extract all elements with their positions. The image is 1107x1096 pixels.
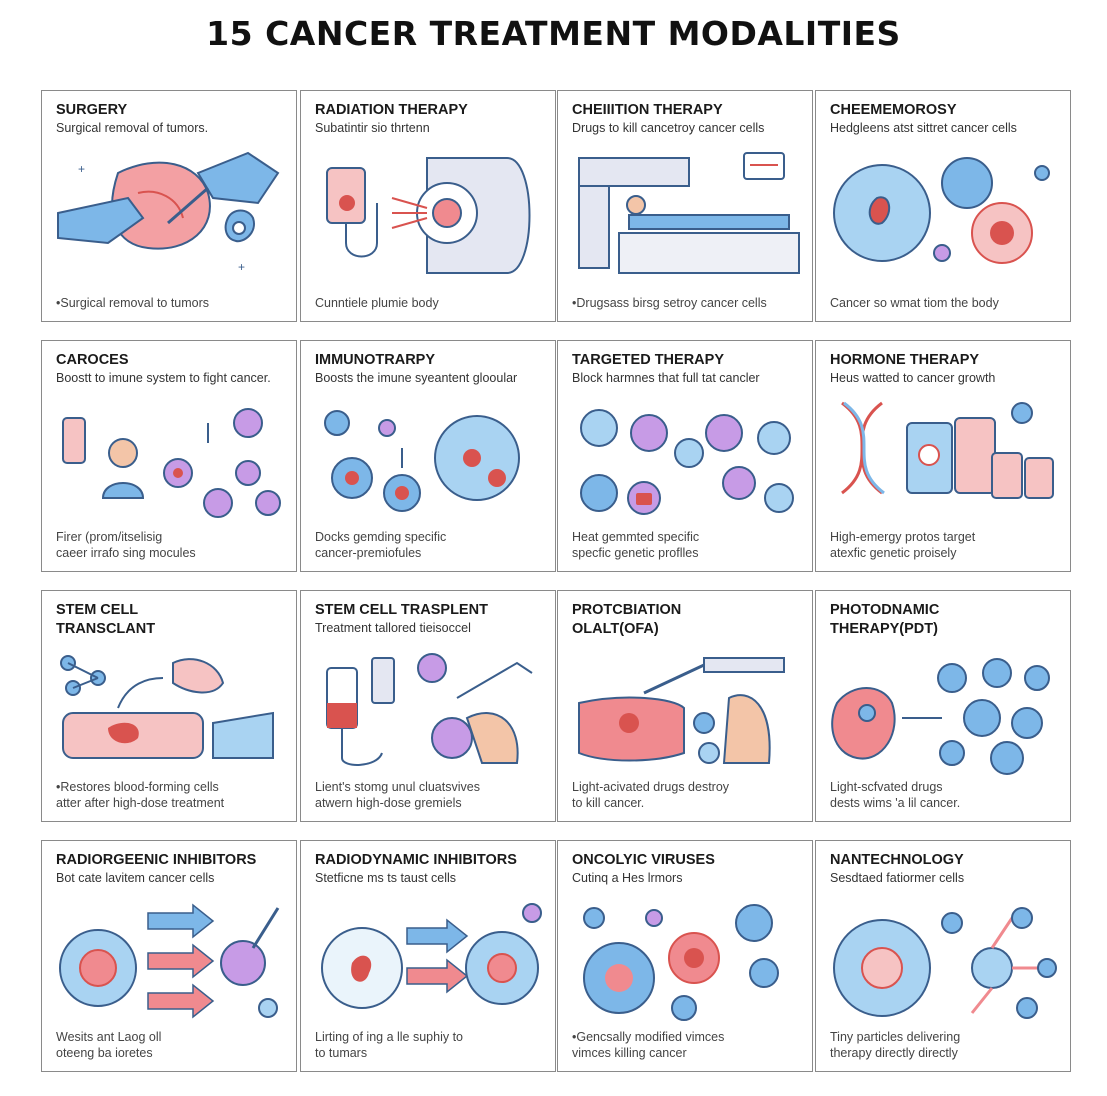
card-subtitle: Subatintir sio thrtenn (315, 121, 430, 135)
card-caption: Cunntiele plumie body (315, 296, 439, 310)
card-caption: Light-scfvated drugs dests wims 'a lil c… (830, 780, 961, 810)
card-title: PROTCBIATION OLALT(OFA) (572, 602, 682, 637)
immunotherapy-illustration (324, 410, 520, 512)
card-subtitle: Surgical removal of tumors. (56, 121, 209, 135)
card-caption: Light-acivated drugs destroy to kill can… (572, 780, 730, 810)
card-title: RADIATION THERAPY (315, 102, 468, 118)
card-title: STEM CELL TRANSCLANT (56, 602, 156, 637)
card-subtitle: Heus watted to cancer growth (830, 371, 996, 385)
card-oncolytic-viruses: ONCOLYIC VIRUSES Cutinq a Hes lrmors •Ge… (557, 840, 813, 1072)
card-title: PHOTODNAMIC THERAPY(PDT) (830, 602, 940, 637)
immune-cells-illustration (62, 408, 281, 518)
card-radiodynamic-inhibitors: RADIODYNAMIC INHIBITORS Stetficne ms ts … (300, 840, 556, 1072)
card-title: TARGETED THERAPY (572, 352, 724, 368)
card-caption: •Surgical removal to tumors (56, 296, 210, 310)
svg-text:+: + (78, 162, 85, 176)
card-caption: Heat gemmted specific specfic genetic pr… (572, 530, 700, 560)
card-caption: •Drugsass birsg setroy cancer cells (572, 296, 767, 310)
transplant-illustration (326, 653, 533, 766)
card-caption: Tiny particles delivering therapy direct… (830, 1030, 961, 1060)
card-radiorgeenic-inhibitors: RADIORGEENIC INHIBITORS Bot cate lavitem… (41, 840, 297, 1072)
card-targeted-therapy: TARGETED THERAPY Block harmnes that full… (557, 340, 813, 572)
card-subtitle: Block harmnes that full tat cancler (572, 371, 760, 385)
page-title: 15 CANCER TREATMENT MODALITIES (206, 14, 901, 53)
radiation-illustration (326, 157, 531, 274)
card-title: STEM CELL TRASPLENT (315, 602, 488, 618)
card-immunotherapy: IMMUNOTRARPY Boosts the imune syeantent … (300, 340, 556, 572)
card-cheemmorosy: CHEEMEMOROSY Hedgleens atst sittret canc… (815, 90, 1071, 322)
card-caption: Firer (prom/itselisig caeer irrafo sing … (56, 530, 196, 560)
card-caption: •Restores blood-forming cells atter afte… (56, 780, 225, 810)
card-title: RADIORGEENIC INHIBITORS (56, 852, 257, 868)
card-caption: Lirting of ing a lle suphiy to to tumars (315, 1030, 464, 1060)
chemotherapy-illustration (578, 152, 800, 274)
card-stem-cell-transclant: STEM CELL TRANSCLANT •Restores blood-for… (41, 590, 297, 822)
card-surgery: SURGERY Surgical removal of tumors. + + … (41, 90, 297, 322)
radiodynamic-illustration (321, 903, 542, 1009)
card-caption: Docks gemding specific cancer-premiofule… (315, 530, 447, 560)
card-caption: •Gencsally modified vimces vimces killin… (572, 1030, 725, 1060)
card-title: IMMUNOTRARPY (315, 352, 436, 368)
card-title: CAROCES (56, 352, 129, 368)
card-caption: High-emergy protos target atexfic geneti… (830, 530, 976, 560)
card-title: ONCOLYIC VIRUSES (572, 852, 715, 868)
targeted-therapy-illustration (580, 409, 794, 515)
card-title: CHEEMEMOROSY (830, 102, 957, 118)
card-caption: Wesits ant Laog oll oteeng ba ioretes (56, 1030, 162, 1060)
card-subtitle: Treatment tallored tieisoccel (315, 621, 471, 635)
card-photodynamic-therapy: PHOTODNAMIC THERAPY(PDT) Light-scfvated … (815, 590, 1071, 822)
card-nanotechnology: NANTECHNOLOGY Sesdtaed fatiormer cells T… (815, 840, 1071, 1072)
card-protcbiation-olalt: PROTCBIATION OLALT(OFA) Light-acivated d… (557, 590, 813, 822)
ablation-illustration (578, 657, 785, 764)
card-caption: Lient's stomg unul cluatsvives atwern hi… (315, 780, 480, 810)
card-title: RADIODYNAMIC INHIBITORS (315, 852, 517, 868)
svg-text:+: + (238, 260, 245, 274)
card-chemotherapy: CHEIIITION THERAPY Drugs to kill cancetr… (557, 90, 813, 322)
photodynamic-illustration (831, 658, 1050, 775)
card-subtitle: Sesdtaed fatiormer cells (830, 871, 965, 885)
nanoparticle-illustration (833, 907, 1057, 1019)
card-stem-cell-trasplent: STEM CELL TRASPLENT Treatment tallored t… (300, 590, 556, 822)
card-radiation-therapy: RADIATION THERAPY Subatintir sio thrtenn… (300, 90, 556, 322)
surgery-illustration: + + (57, 151, 280, 274)
card-subtitle: Bot cate lavitem cancer cells (56, 871, 215, 885)
hormone-therapy-illustration (841, 401, 1054, 499)
virus-illustration (583, 904, 779, 1021)
card-subtitle: Stetficne ms ts taust cells (315, 871, 457, 885)
cell-illustration (833, 157, 1050, 264)
inhibitor-illustration (59, 903, 280, 1019)
card-title: NANTECHNOLOGY (830, 852, 964, 868)
card-subtitle: Cutinq a Hes lrmors (572, 871, 683, 885)
stem-cell-illustration (60, 655, 274, 759)
card-subtitle: Boosts the imune syeantent glooular (315, 371, 518, 385)
card-title: CHEIIITION THERAPY (572, 102, 723, 118)
card-subtitle: Hedgleens atst sittret cancer cells (830, 121, 1017, 135)
card-caroces: CAROCES Boostt to imune system to fight … (41, 340, 297, 572)
card-subtitle: Boostt to imune system to fight cancer. (56, 371, 271, 385)
card-subtitle: Drugs to kill cancetroy cancer cells (572, 121, 765, 135)
card-title: SURGERY (56, 102, 128, 118)
card-title: HORMONE THERAPY (830, 352, 980, 368)
card-hormone-therapy: HORMONE THERAPY Heus watted to cancer gr… (815, 340, 1071, 572)
card-caption: Cancer so wmat tiom the body (830, 296, 999, 310)
